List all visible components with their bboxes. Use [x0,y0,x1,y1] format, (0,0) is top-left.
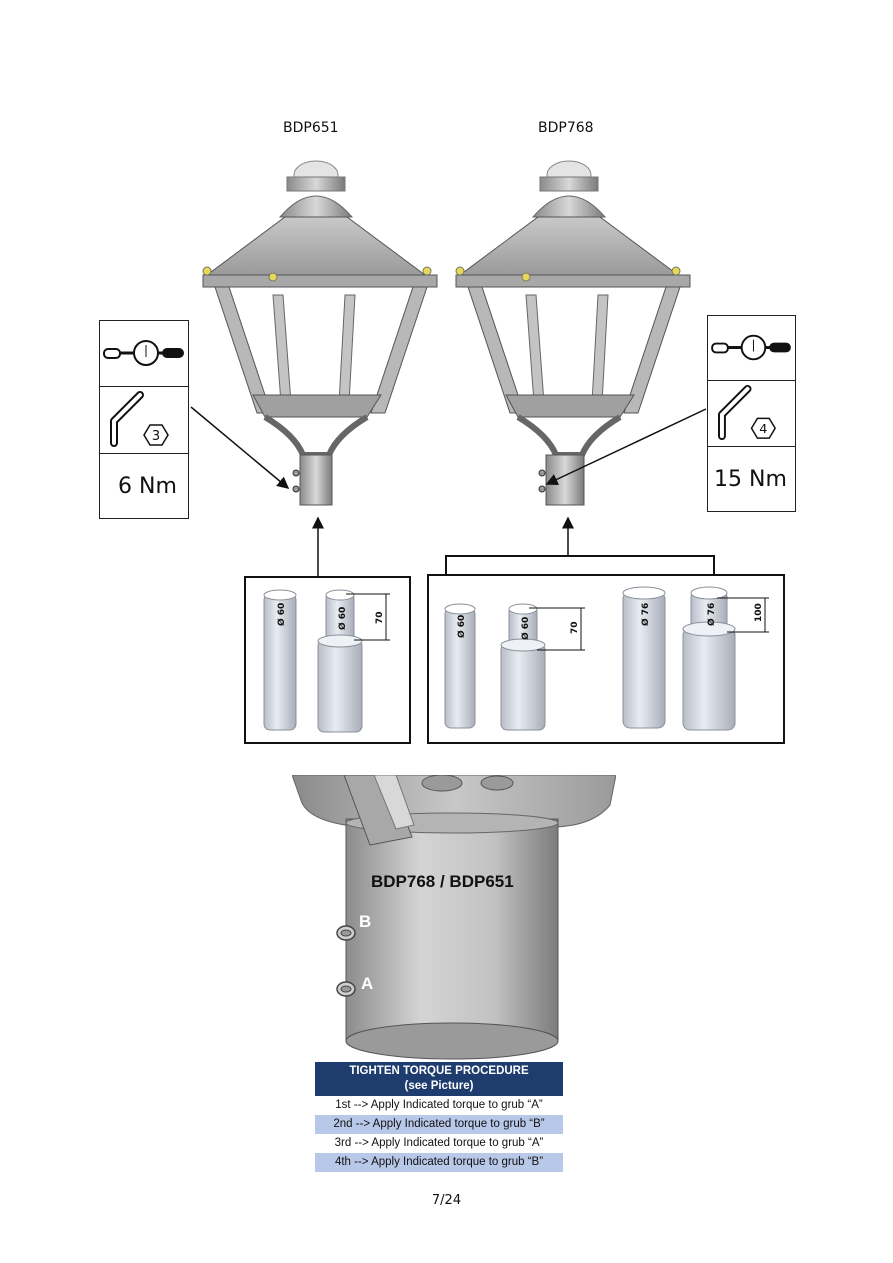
torque-wrench-icon [103,340,184,366]
lantern-right-image [455,160,691,506]
lantern-left-image [202,160,438,506]
poles-right-drawing: Ø 60 Ø 60 70 Ø 76 Ø 76 100 [444,586,769,731]
grub-detail-image: BDP768 / BDP651 B A [292,775,616,1060]
torque-box-right: 4 15 Nm [707,315,796,512]
procedure-header: TIGHTEN TORQUE PROCEDURE (see Picture) [315,1062,563,1096]
pole-height: 100 [754,603,764,622]
hex-key-cell: 3 [100,387,188,454]
torque-wrench-cell [708,316,795,381]
arrows-overlay [190,406,715,576]
pole-height: 70 [570,621,580,634]
grub-label-a: A [361,974,373,993]
pole-diameter: Ø 76 [706,603,717,626]
hex-key-cell: 4 [708,381,795,447]
poles-frame-left: Ø 60 Ø 60 70 [244,576,411,744]
procedure-step: 2nd --> Apply Indicated torque to grub “… [315,1115,563,1134]
torque-wrench-icon [711,334,791,361]
procedure-step: 1st --> Apply Indicated torque to grub “… [335,1099,543,1111]
torque-box-left: 3 6 Nm [99,320,189,519]
bracket-right-poles [445,555,715,576]
pole-height: 70 [375,611,385,624]
hex-size-right: 4 [759,422,767,437]
pole-diameter: Ø 60 [456,615,467,638]
procedure-step: 3rd --> Apply Indicated torque to grub “… [334,1137,544,1149]
model-label-right: BDP768 [538,120,594,136]
hex-key-icon: 3 [110,391,169,447]
procedure-title: TIGHTEN TORQUE PROCEDURE [349,1065,529,1077]
torque-value-left: 6 Nm [118,474,177,499]
pole-diameter: Ø 76 [640,603,651,626]
hex-key-icon: 4 [718,384,776,441]
procedure-subtitle: (see Picture) [404,1080,474,1092]
torque-wrench-cell [100,321,188,387]
procedure-step: 4th --> Apply Indicated torque to grub “… [315,1153,563,1172]
pole-diameter: Ø 60 [276,603,287,626]
model-label-left: BDP651 [283,120,339,136]
arrow-to-right-grub [545,408,707,485]
arrow-to-left-grub [190,406,290,489]
detail-title: BDP768 / BDP651 [371,872,514,891]
hex-size-left: 3 [152,429,160,444]
grub-label-b: B [359,912,371,931]
page-number: 7/24 [431,1193,462,1208]
torque-value-cell: 15 Nm [708,447,795,511]
pole-diameter: Ø 60 [520,617,531,640]
poles-frame-right: Ø 60 Ø 60 70 Ø 76 Ø 76 100 [427,574,785,744]
poles-left-drawing: Ø 60 Ø 60 70 [263,589,390,733]
torque-procedure-table: TIGHTEN TORQUE PROCEDURE (see Picture) 1… [315,1062,563,1172]
torque-value-cell: 6 Nm [100,454,188,518]
torque-value-right: 15 Nm [714,467,787,492]
pole-diameter: Ø 60 [337,607,348,630]
